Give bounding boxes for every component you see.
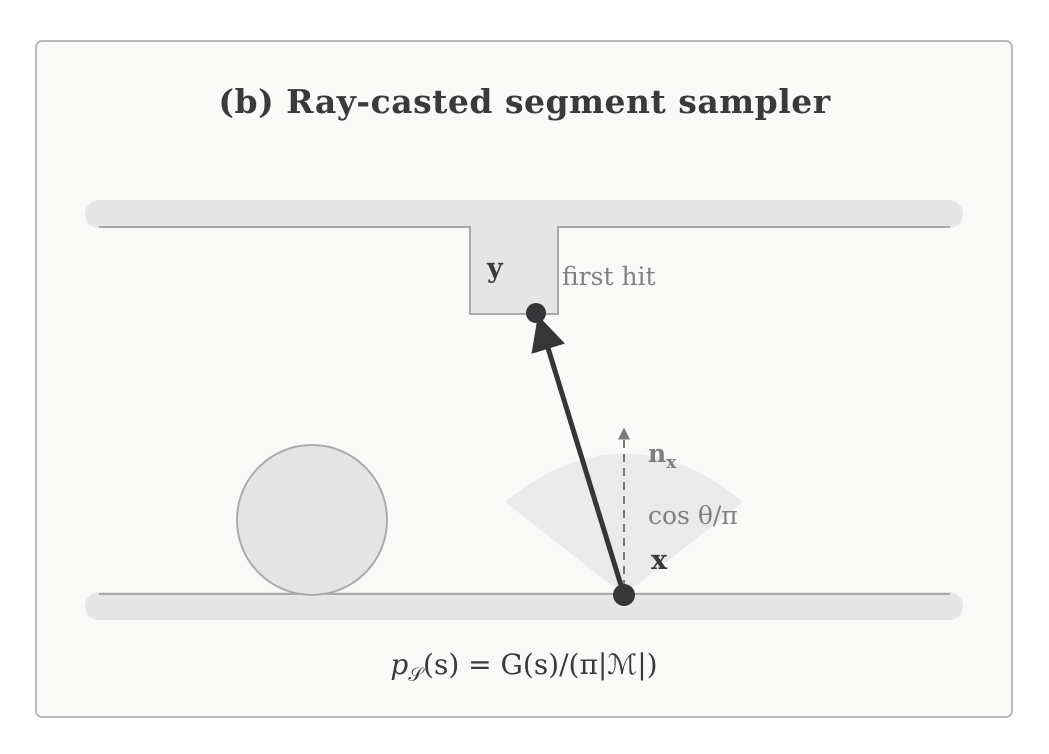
origin-point-x <box>613 584 635 606</box>
formula-body: (s) = G(s)/(π|ℳ|) <box>423 648 658 681</box>
formula-p-subscript: 𝒮 <box>408 664 425 686</box>
panel-title: (b) Ray-casted segment sampler <box>218 82 831 121</box>
normal-label: nx <box>648 439 677 473</box>
y-label: y <box>486 253 504 284</box>
top-surface-outline <box>99 226 950 315</box>
top-surface <box>85 200 963 228</box>
formula-p: p <box>390 648 408 681</box>
cos-lobe-label: cos θ/π <box>648 501 738 530</box>
bottom-surface <box>85 592 963 620</box>
first-hit-label: first hit <box>562 262 656 291</box>
x-label: x <box>651 545 668 576</box>
ray-arrow <box>531 315 627 596</box>
hit-point-y <box>526 303 546 323</box>
sampling-pdf-formula: p𝒮(s) = G(s)/(π|ℳ|) <box>390 648 657 686</box>
normal-label-subscript: x <box>666 453 677 473</box>
sphere-obstacle <box>236 444 388 596</box>
normal-label-main: n <box>648 439 666 468</box>
hit-notch <box>470 220 558 314</box>
